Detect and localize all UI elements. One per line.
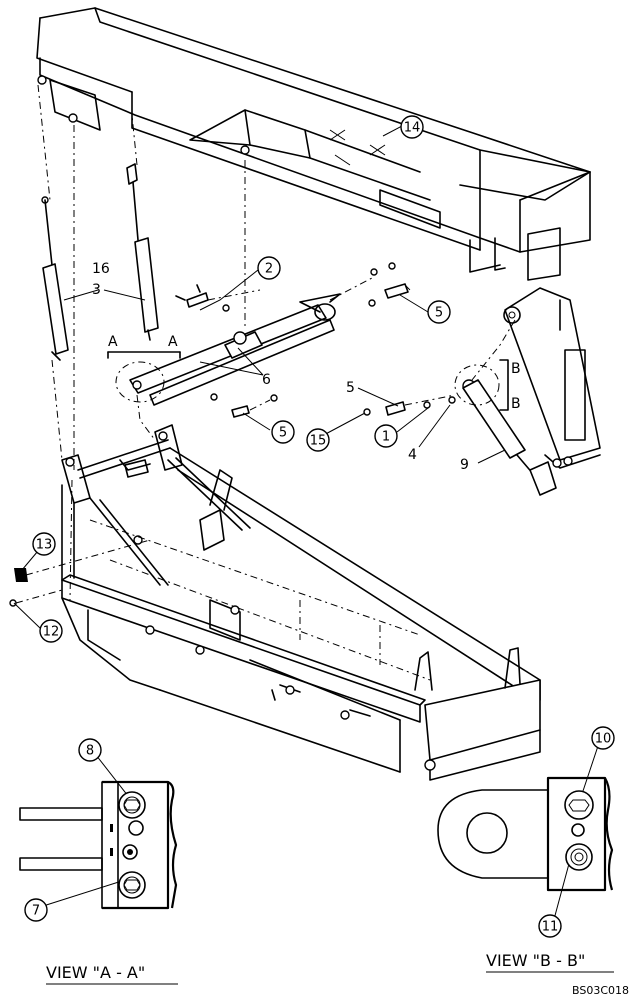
section-a-right-label: A xyxy=(168,334,178,350)
callout-7: 7 xyxy=(24,898,48,922)
hardware-pins xyxy=(175,262,456,418)
callout-13: 13 xyxy=(32,532,56,556)
callout-2-text: 2 xyxy=(265,262,273,277)
callout-12: 12 xyxy=(39,619,63,643)
callout-8: 8 xyxy=(78,738,102,762)
callout-13-text: 13 xyxy=(36,538,53,553)
label-5: 5 xyxy=(346,380,355,396)
view-a-detail xyxy=(19,780,178,910)
callout-12-text: 12 xyxy=(43,625,60,640)
callout-11-text: 11 xyxy=(542,920,559,935)
reference-lines xyxy=(15,84,516,604)
callout-2: 2 xyxy=(257,256,281,280)
boom-arm xyxy=(36,7,601,469)
callout-14-text: 14 xyxy=(404,121,421,136)
section-mark-b xyxy=(499,359,509,411)
leader-lines xyxy=(13,125,601,924)
callout-5b: 5 xyxy=(271,420,295,444)
callout-1: 1 xyxy=(374,424,398,448)
section-b-top-label: B xyxy=(511,361,521,377)
callout-8-text: 8 xyxy=(86,744,94,759)
cylinder-3-left xyxy=(41,196,69,361)
callout-5a-text: 5 xyxy=(435,306,443,321)
callout-7-text: 7 xyxy=(32,904,40,919)
cylinder-6 xyxy=(129,303,336,406)
cylinder-9 xyxy=(462,379,557,496)
view-b-detail xyxy=(437,776,614,892)
callout-15: 15 xyxy=(306,428,330,452)
cylinder-3-right xyxy=(126,163,159,341)
drawing-code: BS03C018 xyxy=(572,984,629,997)
label-16: 16 xyxy=(92,261,110,277)
label-3: 3 xyxy=(92,282,101,298)
callout-15-text: 15 xyxy=(310,434,327,449)
main-frame xyxy=(61,424,541,781)
callout-5a: 5 xyxy=(427,300,451,324)
label-9: 9 xyxy=(460,457,469,473)
section-mark-a xyxy=(107,351,181,359)
callout-10: 10 xyxy=(591,726,615,750)
callout-11: 11 xyxy=(538,914,562,938)
label-4: 4 xyxy=(408,447,417,463)
callout-10-text: 10 xyxy=(595,732,612,747)
fastener-12-bolt xyxy=(9,599,17,607)
view-b-title: VIEW "B - B" xyxy=(486,951,585,970)
section-b-bottom-label: B xyxy=(511,396,521,412)
callout-14: 14 xyxy=(400,115,424,139)
section-a-left-label: A xyxy=(108,334,118,350)
callout-1-text: 1 xyxy=(382,430,390,445)
label-6: 6 xyxy=(262,372,271,388)
fastener-13-nut xyxy=(14,568,28,582)
callout-5b-text: 5 xyxy=(279,426,287,441)
view-a-title: VIEW "A - A" xyxy=(46,963,145,982)
